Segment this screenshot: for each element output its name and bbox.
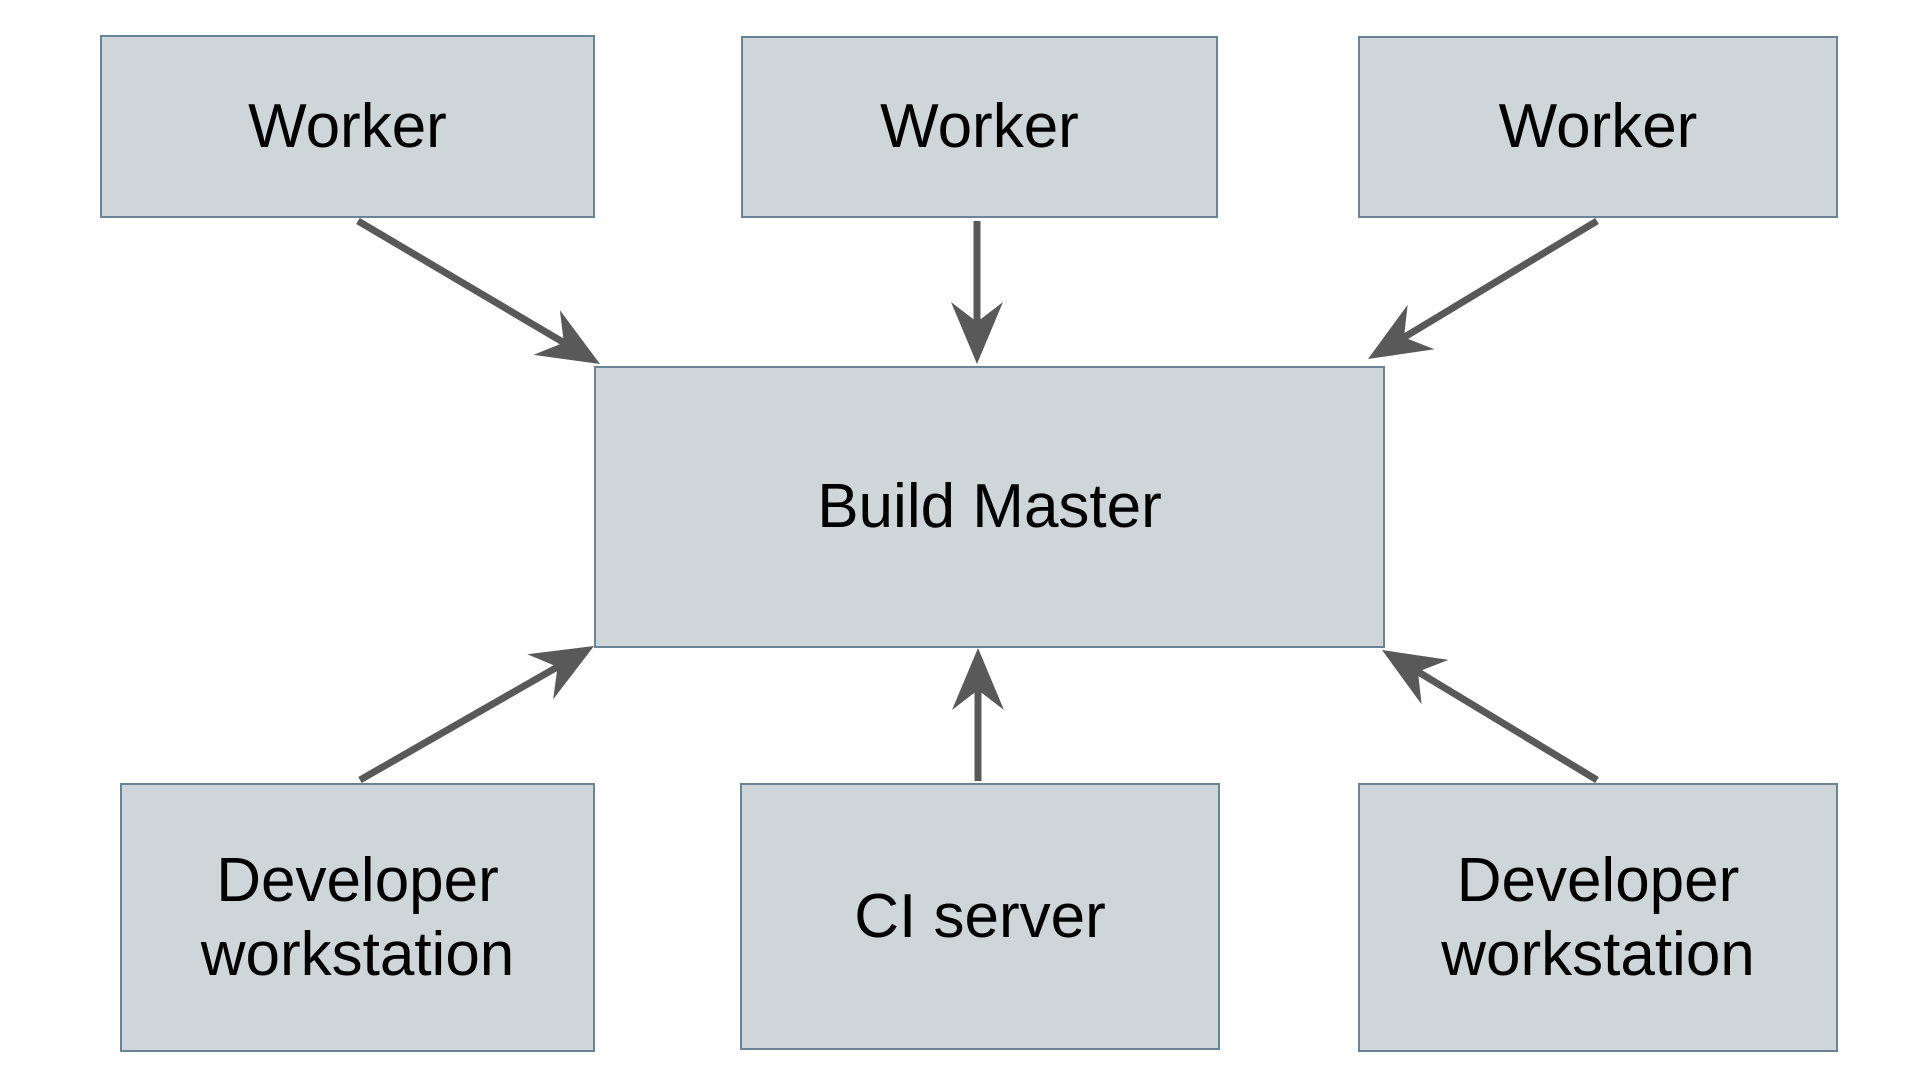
edge-devws-right-to-master [1416,668,1599,783]
node-developer-workstation-right[interactable]: Developer workstation [1358,783,1838,1052]
node-worker-left[interactable]: Worker [100,35,595,218]
edge-ci-server-to-master-arrowhead [952,648,1004,710]
node-worker-center[interactable]: Worker [741,36,1218,218]
edge-devws-right-to-master-arrowhead [1382,650,1449,705]
node-ci-server[interactable]: CI server [740,783,1220,1050]
node-label: CI server [854,881,1106,951]
edge-devws-left-to-master [358,663,560,784]
node-label: Developer workstation [200,846,515,989]
node-label: Worker [880,92,1079,162]
node-label: Developer workstation [1441,846,1755,989]
edge-worker-right-to-master [1402,218,1599,341]
edge-worker-left-to-master [356,217,566,346]
edge-worker-center-to-master-arrowhead [951,302,1003,364]
node-build-master[interactable]: Build Master [594,366,1385,648]
node-worker-right[interactable]: Worker [1358,36,1838,218]
edge-devws-left-to-master-arrowhead [527,646,594,700]
node-developer-workstation-left[interactable]: Developer workstation [120,783,595,1052]
node-label: Build Master [817,472,1162,542]
node-label: Worker [1498,92,1698,162]
edge-worker-left-to-master-arrowhead [533,310,600,364]
node-label: Worker [248,91,447,161]
edge-worker-right-to-master-arrowhead [1368,304,1435,359]
